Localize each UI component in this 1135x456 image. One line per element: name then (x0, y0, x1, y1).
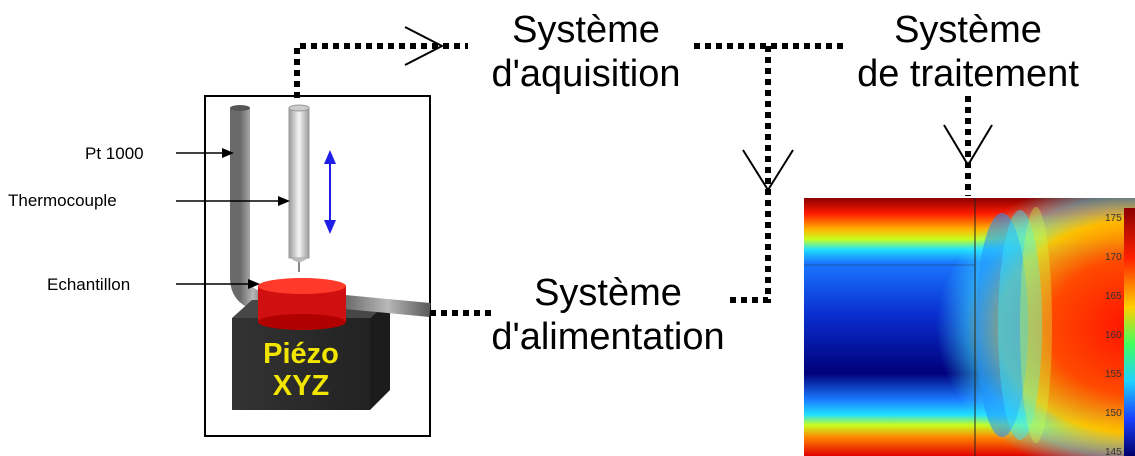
stage-label-line-1: Piézo (263, 338, 339, 370)
arrow-thermocouple-head (278, 196, 290, 206)
scale-tick-label: 165 (1105, 291, 1122, 302)
scale-tick-label: 150 (1105, 408, 1122, 419)
experiment-frame (204, 95, 431, 437)
motion-arrow (324, 150, 336, 234)
arrow-echantillon-head (248, 279, 260, 289)
chevron-to-acquisition (404, 26, 445, 66)
stage-label-line-2: XYZ (273, 370, 329, 402)
traitement-title-2: de traitement (857, 53, 1079, 95)
scale-tick-label: 145 (1105, 447, 1122, 456)
link-to-acquisition (294, 43, 468, 98)
acquisition-title-2: d'aquisition (492, 53, 681, 95)
pt1000-probe (230, 105, 270, 314)
chevron-down-1 (742, 149, 794, 192)
thermal-map: 175 170 165 160 155 150 145 (804, 198, 1135, 456)
label-pt1000: Pt 1000 (85, 144, 144, 163)
color-scale-bar (1124, 208, 1135, 456)
scale-tick-label: 175 (1105, 213, 1122, 224)
thermocouple-probe (288, 104, 310, 272)
arrow-pt1000-head (222, 148, 234, 158)
scale-tick-label: 155 (1105, 369, 1122, 380)
traitement-title-1: Système (894, 9, 1042, 51)
alimentation-title-2: d'alimentation (491, 316, 724, 358)
chevron-down-2 (943, 124, 993, 167)
alimentation-title-1: Système (534, 272, 682, 314)
feed-tube (344, 295, 431, 317)
scale-tick-label: 170 (1105, 252, 1122, 263)
acquisition-title-1: Système (512, 9, 660, 51)
label-echantillon: Echantillon (47, 275, 130, 294)
color-scale-ticks: 175 170 165 160 155 150 145 (1105, 213, 1122, 456)
label-thermocouple: Thermocouple (8, 191, 117, 210)
link-to-alimentation (728, 46, 771, 303)
sample-cup (258, 278, 346, 330)
scale-tick-label: 160 (1105, 330, 1122, 341)
